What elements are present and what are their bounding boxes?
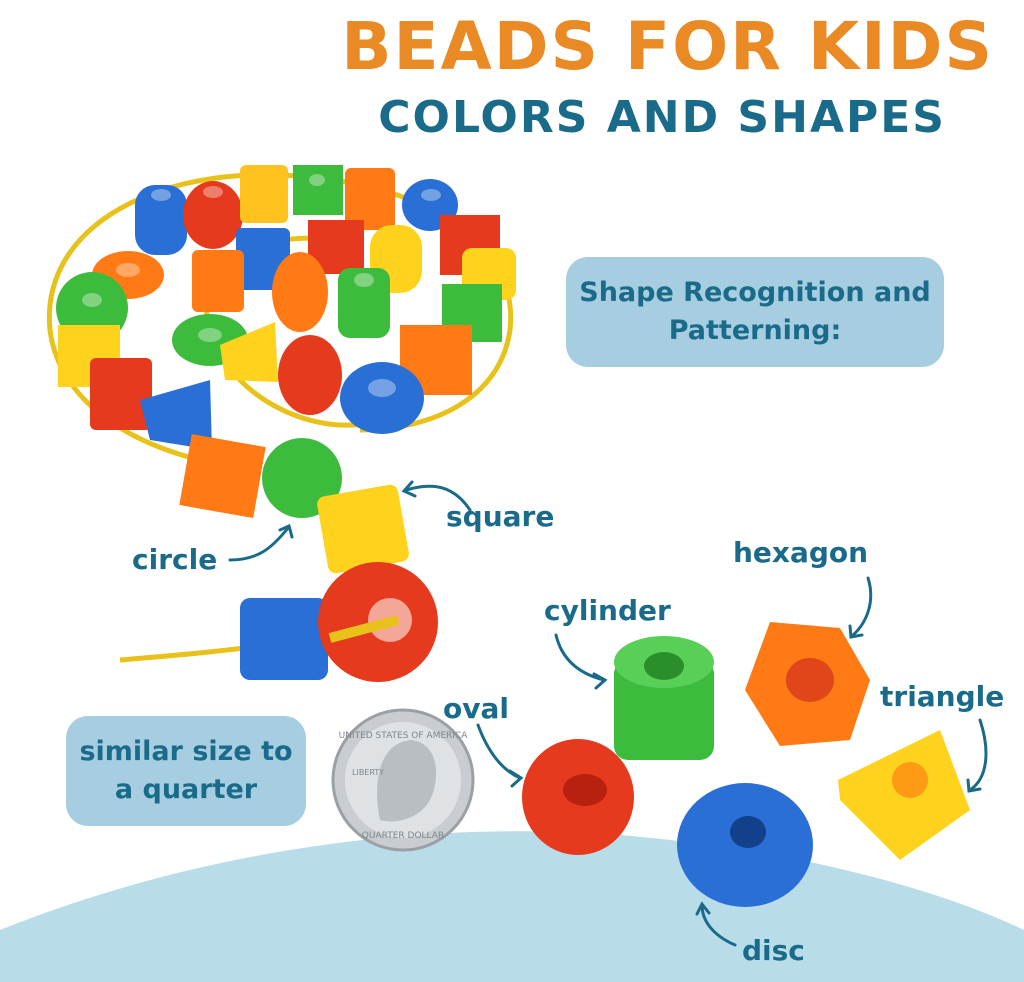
label-arrows bbox=[228, 480, 988, 947]
label-square: square bbox=[446, 500, 555, 533]
bead-orange-hex2 bbox=[192, 250, 244, 312]
label-oval: oval bbox=[443, 692, 509, 725]
bead-spiral bbox=[56, 165, 516, 574]
bead-red-oval2 bbox=[278, 335, 342, 415]
bead-yellow-square2 bbox=[317, 484, 409, 574]
coin-liberty-text: LIBERTY bbox=[352, 768, 384, 777]
shape-oval-bead bbox=[522, 739, 634, 855]
shape-disc-bead bbox=[677, 783, 813, 907]
bead-orange-square2 bbox=[179, 434, 266, 519]
background-hill bbox=[0, 831, 1024, 982]
bead-blue-oval bbox=[135, 185, 187, 255]
shape-triangle-bead bbox=[838, 730, 970, 860]
bead-blue-triangle bbox=[140, 380, 212, 450]
bead-yellow-triangle bbox=[220, 322, 278, 382]
page-subtitle: COLORS AND SHAPES bbox=[378, 92, 946, 143]
bead-yellow-hex bbox=[240, 165, 288, 223]
size-note-callout: similar size to a quarter bbox=[66, 716, 306, 826]
bead-red-oval bbox=[183, 181, 243, 249]
bead-blue-cylinder-hanging bbox=[240, 598, 328, 680]
bead-green-square bbox=[293, 165, 343, 215]
label-triangle: triangle bbox=[880, 680, 1005, 713]
bead-green-cyl bbox=[338, 268, 390, 338]
label-cylinder: cylinder bbox=[544, 594, 671, 627]
coin-top-text: UNITED STATES OF AMERICA bbox=[339, 731, 469, 741]
label-circle: circle bbox=[132, 543, 218, 576]
coin-bottom-text: QUARTER DOLLAR bbox=[362, 831, 444, 841]
quarter-coin: UNITED STATES OF AMERICA LIBERTY QUARTER… bbox=[331, 708, 475, 852]
shape-cylinder-bead bbox=[614, 636, 714, 760]
shape-hexagon-bead bbox=[745, 622, 870, 746]
bead-orange-oval bbox=[272, 252, 328, 332]
shape-recognition-callout: Shape Recognition and Patterning: bbox=[566, 257, 944, 367]
page-title: BEADS FOR KIDS bbox=[341, 8, 994, 85]
bead-blue-disc2 bbox=[340, 362, 424, 434]
label-disc: disc bbox=[742, 934, 805, 967]
size-note-text: similar size to a quarter bbox=[79, 736, 293, 805]
shape-recognition-text: Shape Recognition and Patterning: bbox=[579, 277, 931, 346]
hanging-beads bbox=[240, 562, 438, 682]
bead-orange-hex bbox=[345, 168, 395, 230]
label-hexagon: hexagon bbox=[733, 536, 869, 569]
bead-red-hex bbox=[90, 358, 152, 430]
